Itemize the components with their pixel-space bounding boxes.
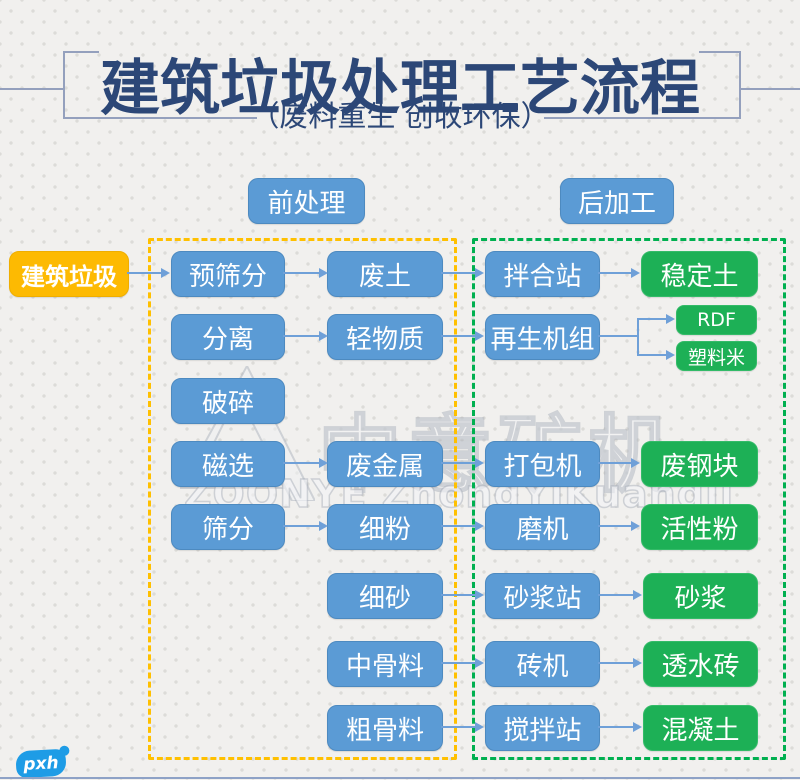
page-subtitle: （废料重生 创收环保） — [250, 99, 550, 133]
arrowhead-icon — [475, 268, 484, 278]
title-corner-line-left — [63, 51, 65, 119]
arrowhead-icon — [633, 590, 642, 600]
pxh-logo-text: pxh — [22, 752, 60, 775]
flow-connector — [283, 525, 319, 527]
arrowhead-icon — [631, 268, 640, 278]
node-crushing: 破碎 — [171, 378, 285, 424]
pre-processing-group-frame — [148, 238, 457, 760]
node-screening: 筛分 — [171, 504, 285, 550]
edge-line-right — [740, 88, 800, 90]
arrowhead-icon — [633, 722, 642, 732]
flow-connector — [441, 272, 475, 274]
node-recycling-unit: 再生机组 — [485, 314, 600, 360]
page-title: 建筑垃圾处理工艺流程 — [100, 54, 700, 125]
node-post-processing-header: 后加工 — [560, 178, 674, 224]
node-active-powder: 活性粉 — [641, 504, 758, 550]
node-fine-sand: 细砂 — [327, 573, 443, 619]
node-concrete: 混凝土 — [643, 705, 758, 751]
node-mixing-plant: 搅拌站 — [485, 705, 600, 751]
node-plastic-pellets: 塑料米 — [676, 341, 757, 371]
node-light-material: 轻物质 — [327, 314, 443, 360]
flow-connector — [598, 594, 633, 596]
node-permeable-brick: 透水砖 — [643, 641, 758, 687]
arrowhead-icon — [631, 458, 640, 468]
node-construction-waste: 建筑垃圾 — [9, 251, 129, 297]
node-stabilized-soil: 稳定土 — [641, 251, 758, 297]
arrowhead-icon — [475, 658, 484, 668]
flow-connector — [598, 525, 631, 527]
arrowhead-icon — [666, 350, 675, 360]
flow-connector — [441, 662, 475, 664]
node-mortar: 砂浆 — [643, 573, 758, 619]
node-rdf: RDF — [676, 305, 757, 335]
node-mortar-station: 砂浆站 — [485, 573, 600, 619]
node-scrap-steel-block: 废钢块 — [641, 441, 758, 487]
arrowhead-icon — [475, 458, 484, 468]
node-scrap-metal: 废金属 — [327, 441, 443, 487]
arrowhead-icon — [475, 331, 484, 341]
node-mill: 磨机 — [485, 504, 600, 550]
post-processing-group-frame — [472, 238, 786, 760]
flow-connector — [283, 335, 319, 337]
node-waste-soil: 废土 — [327, 251, 443, 297]
flow-connector — [283, 272, 319, 274]
node-baler: 打包机 — [485, 441, 600, 487]
node-separation: 分离 — [171, 314, 285, 360]
node-pre-processing-header: 前处理 — [248, 178, 365, 224]
node-magnetic-separation: 磁选 — [171, 441, 285, 487]
pxh-logo: pxh — [15, 748, 67, 779]
flow-connector — [127, 272, 161, 274]
flow-connector — [283, 462, 319, 464]
arrowhead-icon — [319, 458, 328, 468]
flow-connector — [638, 354, 666, 356]
flow-connector — [598, 462, 631, 464]
flow-connector — [441, 594, 475, 596]
flow-connector — [598, 726, 633, 728]
node-medium-aggregate: 中骨料 — [327, 641, 443, 687]
title-flank-line-right — [699, 51, 740, 53]
arrowhead-icon — [666, 314, 675, 324]
title-corner-line-right — [739, 51, 741, 119]
arrowhead-icon — [319, 521, 328, 531]
flow-connector — [638, 318, 666, 320]
arrowhead-icon — [475, 722, 484, 732]
arrowhead-icon — [475, 590, 484, 600]
node-pre-screening: 预筛分 — [171, 251, 285, 297]
node-fine-powder: 细粉 — [327, 504, 443, 550]
flow-connector — [441, 726, 475, 728]
flow-connector — [441, 462, 475, 464]
edge-line-left — [0, 88, 63, 90]
flow-connector — [598, 335, 638, 337]
arrowhead-icon — [631, 521, 640, 531]
flow-connector — [637, 318, 639, 356]
arrowhead-icon — [475, 521, 484, 531]
subtitle-flank-line-right — [544, 117, 740, 119]
flow-connector — [598, 662, 633, 664]
subtitle-flank-line-left — [63, 117, 257, 119]
arrowhead-icon — [161, 268, 170, 278]
flow-connector — [441, 525, 475, 527]
title-flank-line-left — [63, 51, 99, 53]
arrowhead-icon — [633, 658, 642, 668]
bottom-rule — [0, 777, 800, 779]
arrowhead-icon — [319, 331, 328, 341]
node-coarse-aggregate: 粗骨料 — [327, 705, 443, 751]
node-blending-station: 拌合站 — [485, 251, 600, 297]
flow-connector — [441, 335, 475, 337]
arrowhead-icon — [319, 268, 328, 278]
flow-connector — [598, 272, 631, 274]
node-brick-machine: 砖机 — [485, 641, 600, 687]
